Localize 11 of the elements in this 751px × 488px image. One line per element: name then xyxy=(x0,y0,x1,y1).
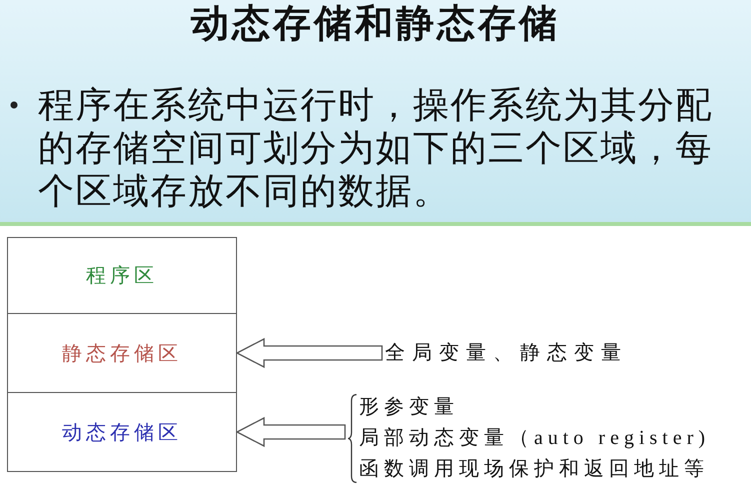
variable-label: 形参变量 xyxy=(359,395,459,420)
memory-region: 静态存储区 xyxy=(7,313,237,393)
bullet-text: 程序在系统中运行时，操作系统为其分配的存储空间可划分为如下的三个区域，每个区域存放不同的数据。 xyxy=(38,84,714,213)
memory-region: 程序区 xyxy=(7,237,237,314)
variable-label: 函数调用现场保护和返回地址等 xyxy=(359,457,709,482)
variable-label: 局部动态变量（auto register) xyxy=(359,426,710,451)
variable-label: 全局变量、静态变量 xyxy=(385,339,628,367)
block-arrow xyxy=(236,416,346,448)
memory-region: 动态存储区 xyxy=(7,392,237,472)
slide-title: 动态存储和静态存储 xyxy=(191,0,560,46)
block-arrow xyxy=(236,338,383,368)
